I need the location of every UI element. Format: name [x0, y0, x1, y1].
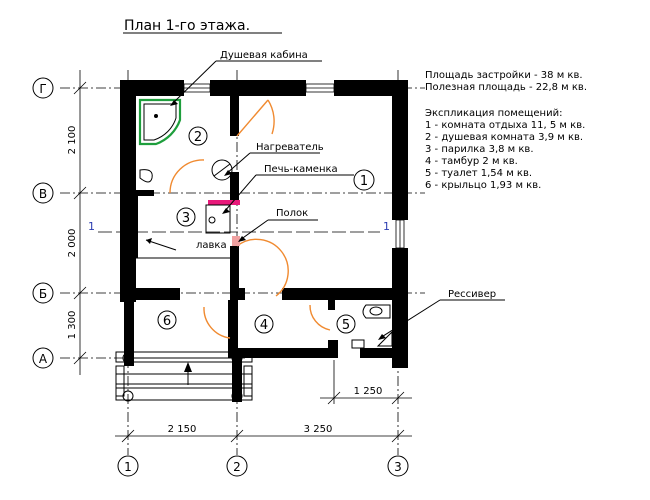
stove — [205, 204, 231, 234]
explication-item: 2 - душевая комната 3,9 м кв. — [425, 132, 583, 143]
callouts: Душевая кабина Нагреватель Печь-каменка … — [170, 50, 505, 340]
room-4-label: 4 — [260, 318, 268, 333]
axis-label-v: В — [39, 187, 47, 201]
axis-label-b: Б — [39, 287, 47, 301]
left-dimensions: 2 100 2 000 1 300 — [67, 70, 87, 375]
callout-heater: Нагреватель — [256, 142, 324, 153]
section-mark-right: 1 — [383, 220, 390, 233]
walls — [120, 80, 408, 368]
shelf — [232, 236, 240, 246]
col-axes: 1 2 3 — [117, 455, 409, 477]
axis-label-g: Г — [39, 82, 46, 96]
plan-title: План 1-го этажа. — [124, 18, 250, 34]
dim-left-2: 2 000 — [67, 229, 78, 258]
dim-bottom-1: 2 150 — [168, 424, 197, 435]
stat-built-area: Площадь застройки - 38 м кв. — [425, 70, 583, 81]
doors — [169, 99, 331, 339]
axis-label-3: 3 — [394, 460, 402, 474]
explication-item: 1 - комната отдыха 11, 5 м кв. — [425, 120, 585, 131]
stat-useful-area: Полезная площадь - 22,8 м кв. — [425, 82, 587, 93]
bench — [136, 238, 230, 259]
stats-block: Площадь застройки - 38 м кв. Полезная пл… — [425, 70, 587, 93]
dim-bottom-2: 3 250 — [304, 424, 333, 435]
callout-receiver: Рессивер — [448, 289, 496, 300]
callout-stove: Печь-каменка — [264, 164, 338, 175]
room-2-label: 2 — [194, 130, 202, 145]
windows — [183, 83, 405, 249]
room-labels: 1 2 3 4 5 6 — [157, 126, 375, 334]
explication-item: 6 - крыльцо 1,93 м кв. — [425, 180, 541, 191]
porch — [115, 300, 253, 402]
toilet — [362, 304, 391, 319]
heater — [208, 159, 240, 205]
section-mark-left: 1 — [88, 220, 95, 233]
receiver-tank — [351, 330, 393, 349]
callout-bench: лавка — [196, 240, 227, 251]
axis-label-1: 1 — [124, 460, 132, 474]
room-5-label: 5 — [342, 318, 350, 333]
bottom-dimensions: 2 150 3 250 1 250 — [115, 360, 412, 443]
dim-left-3: 1 300 — [67, 311, 78, 340]
callout-shower: Душевая кабина — [220, 50, 308, 61]
row-axes: Г В Б А — [32, 77, 54, 369]
explication-block: Экспликация помещений: 1 - комната отдых… — [425, 108, 585, 191]
shower-cabin — [138, 98, 182, 146]
callout-shelf: Полок — [276, 208, 308, 219]
dim-small: 1 250 — [354, 386, 383, 397]
room-6-label: 6 — [163, 314, 171, 329]
dim-left-1: 2 100 — [67, 126, 78, 155]
explication-item: 3 - парилка 3,8 м кв. — [425, 144, 534, 155]
axis-label-2: 2 — [233, 460, 241, 474]
room-1-label: 1 — [360, 174, 368, 189]
explication-item: 4 - тамбур 2 м кв. — [425, 156, 518, 167]
axis-label-a: А — [39, 352, 48, 366]
room-3-label: 3 — [182, 211, 190, 226]
explication-heading: Экспликация помещений: — [425, 108, 562, 119]
shower-basin — [139, 169, 153, 183]
explication-item: 5 - туалет 1,54 м кв. — [425, 168, 532, 179]
